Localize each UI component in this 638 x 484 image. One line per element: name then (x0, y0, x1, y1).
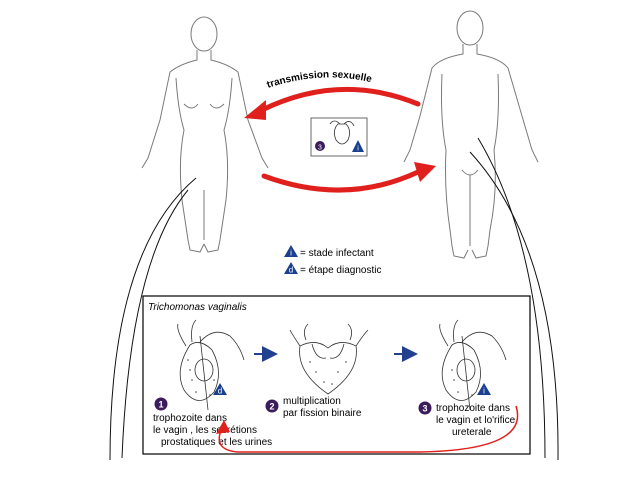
stage-2-caption-line: multiplication (283, 396, 341, 407)
return-arrow (218, 405, 519, 453)
transmission-arrow-left (259, 86, 421, 113)
stage-3-caption-line: ureterale (452, 427, 492, 438)
stage-2-badge (265, 399, 279, 413)
transmission-arrowhead-right (414, 162, 436, 182)
life-cycle-box (142, 295, 531, 455)
inset-triangle-icon (352, 140, 364, 152)
stage-2-number: 2 (269, 402, 274, 412)
organism-stage-3 (439, 319, 507, 411)
legend-label: = étape diagnostic (300, 265, 381, 276)
box-title: Trichomonas vaginalis (148, 302, 247, 313)
stage-3-marker: i (483, 387, 485, 396)
center-inset: 3 i (310, 117, 368, 157)
inset-badge-number: 3 (318, 145, 322, 152)
male-figure (403, 10, 539, 259)
stage-3-caption-line: le vagin et lo'rifice (436, 415, 516, 426)
stage-3-badge (418, 401, 432, 415)
legend-symbol: i (290, 249, 292, 258)
transmission-arrow-right (261, 169, 421, 193)
legend: i = stade infectant d = étape diagnostic (284, 245, 381, 276)
connector-curves (109, 137, 559, 461)
inset-badge-circle (315, 141, 325, 151)
stage-3-caption-line: trophozoite dans (436, 403, 510, 414)
organism-stage-1 (177, 319, 245, 411)
stage-1-marker: d (218, 387, 222, 396)
stage-2-caption-line: par fission binaire (283, 408, 362, 419)
legend-triangle-icon (284, 245, 298, 257)
female-figure (141, 16, 269, 253)
stage-1-caption-line: le vagin , les secrétions (153, 425, 257, 436)
stage-3-number: 3 (422, 404, 427, 414)
legend-triangle-icon (284, 262, 298, 274)
stage-3-triangle-icon (477, 383, 491, 395)
stage-1-badge (154, 397, 168, 411)
legend-label: = stade infectant (300, 248, 374, 259)
organism-stage-2 (289, 323, 369, 395)
stage-1-caption-line: prostatiques et les urines (161, 437, 272, 448)
legend-symbol: d (289, 266, 293, 275)
inset-badge-letter: i (357, 146, 359, 153)
stage-1-triangle-icon (213, 383, 227, 395)
stage-1-number: 1 (158, 400, 163, 410)
return-arrowhead (216, 420, 230, 434)
transmission-arrows (244, 86, 436, 193)
transmission-arrowhead-left (244, 100, 266, 120)
stage-1-caption-line: trophozoite dans (153, 413, 227, 424)
